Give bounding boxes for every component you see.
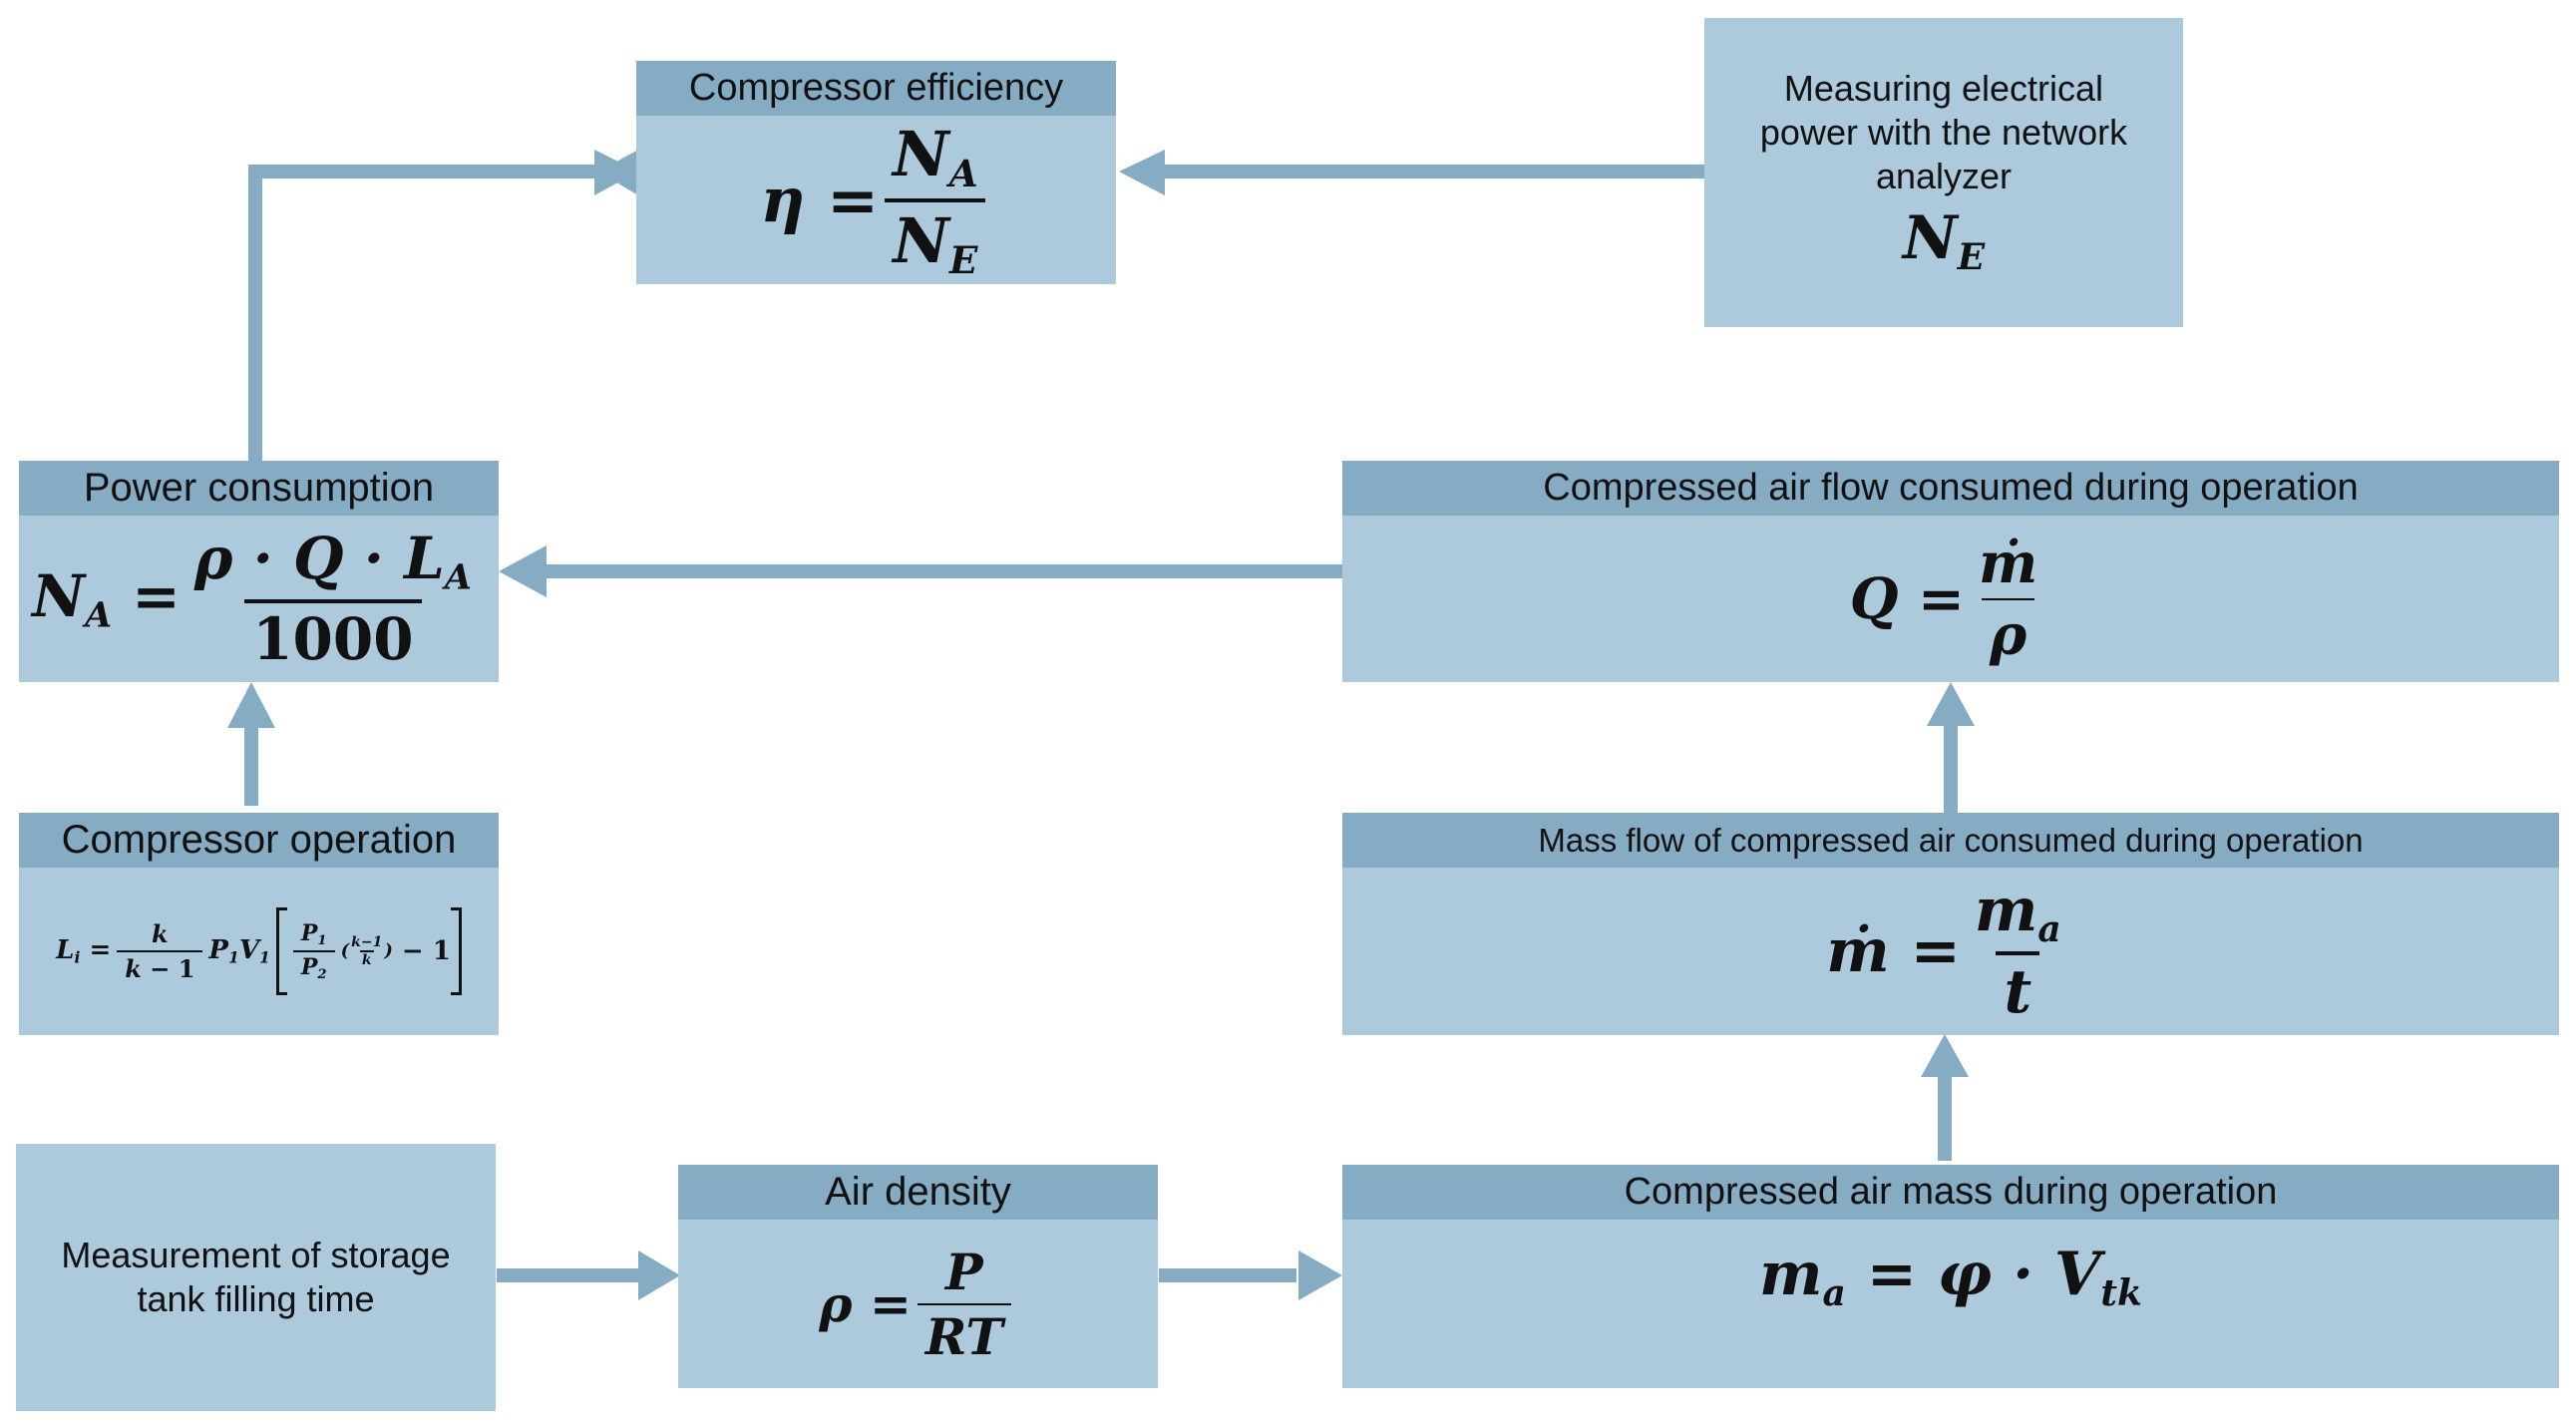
compressor-efficiency-box: Compressor efficiency η = NA NE: [636, 61, 1116, 284]
mass-flow-box: Mass flow of compressed air consumed dur…: [1342, 813, 2559, 1035]
compressor-operation-title: Compressor operation: [19, 813, 499, 868]
air-mass-formula: ma = φ · Vtk: [1759, 1240, 2142, 1314]
electrical-power-text: Measuring electrical power with the netw…: [1759, 67, 2128, 196]
arrowhead-power-bottom-in: [227, 682, 275, 728]
arrowhead-density-left-in: [638, 1250, 680, 1300]
compressor-efficiency-title: Compressor efficiency: [636, 61, 1116, 116]
efficiency-formula: η = NA NE: [636, 116, 1116, 284]
mass-flow-formula: ṁ = ma t: [1826, 875, 2061, 1028]
power-denominator: 1000: [244, 599, 422, 673]
air-flow-box: Compressed air flow consumed during oper…: [1342, 461, 2559, 682]
electrical-power-box: Measuring electrical power with the netw…: [1704, 18, 2183, 327]
arrowhead-massflow-bottom-in: [1921, 1034, 1969, 1077]
electrical-power-symbol: NE: [1902, 203, 1986, 279]
compressor-operation-box: Compressor operation Li = k k − 1 P1V1 P…: [19, 813, 499, 1035]
power-consumption-formula: NA = ρ · Q · LA 1000: [32, 524, 472, 674]
air-flow-formula: Q = ṁ ρ: [1849, 530, 2038, 668]
air-mass-title: Compressed air mass during operation: [1342, 1165, 2559, 1220]
air-flow-title: Compressed air flow consumed during oper…: [1342, 461, 2559, 516]
power-consumption-box: Power consumption NA = ρ · Q · LA 1000: [19, 461, 499, 682]
air-density-title: Air density: [678, 1165, 1158, 1220]
arrowhead-efficiency-right-in: [1119, 150, 1165, 195]
arrowhead-power-right-in: [499, 545, 547, 597]
arrowhead-airmass-left-in: [1298, 1250, 1342, 1300]
arrowhead-efficiency-left-in: [594, 150, 638, 195]
power-consumption-title: Power consumption: [19, 461, 499, 516]
filling-time-box: Measurement of storage tank filling time: [16, 1144, 496, 1411]
arrowhead-airflow-bottom-in: [1927, 682, 1975, 726]
air-density-formula: ρ = P RT: [678, 1220, 1158, 1388]
air-density-box: Air density ρ = P RT: [678, 1165, 1158, 1388]
filling-time-text: Measurement of storage tank filling time: [61, 1235, 451, 1319]
mass-flow-title: Mass flow of compressed air consumed dur…: [1342, 813, 2559, 868]
arrow-power-to-efficiency: [248, 165, 600, 461]
air-mass-box: Compressed air mass during operation ma …: [1342, 1165, 2559, 1388]
